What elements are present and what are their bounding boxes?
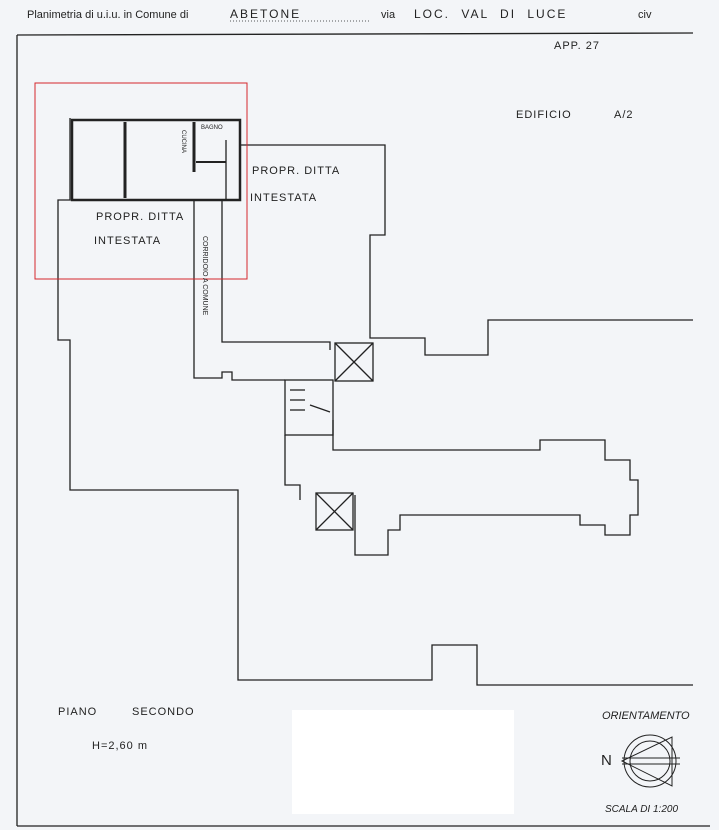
room-cucina: CUCINA [180,130,186,154]
header-via: LOC. VAL DI LUCE [414,7,568,21]
north-label: N [601,752,612,769]
header-comune: ABETONE [230,7,302,21]
floor-value: SECONDO [132,706,195,718]
room-intestata-right: INTESTATA [250,192,318,204]
app-number: APP. 27 [554,40,600,52]
header-via-label: via [381,9,396,21]
edificio-label: EDIFICIO [516,109,572,121]
scale-label: SCALA DI 1:200 [605,804,679,815]
header-civ-label: civ [638,9,652,21]
compass-icon [620,734,680,788]
floor-label: PIANO [58,706,98,718]
room-propr-right: PROPR. DITTA [252,165,341,177]
redacted-area [292,710,514,814]
highlight-box [34,82,248,280]
header-prefix: Planimetria di u.i.u. in Comune di [27,9,189,21]
edificio-value: A/2 [614,109,634,121]
orientation-label: ORIENTAMENTO [602,710,690,722]
room-bagno: BAGNO [201,125,223,131]
room-corridoio: CORRIDOIO A COMUNE [201,236,208,316]
room-intestata-left: INTESTATA [94,235,162,247]
floor-height: H=2,60 m [92,740,148,752]
room-propr-left: PROPR. DITTA [96,211,185,223]
